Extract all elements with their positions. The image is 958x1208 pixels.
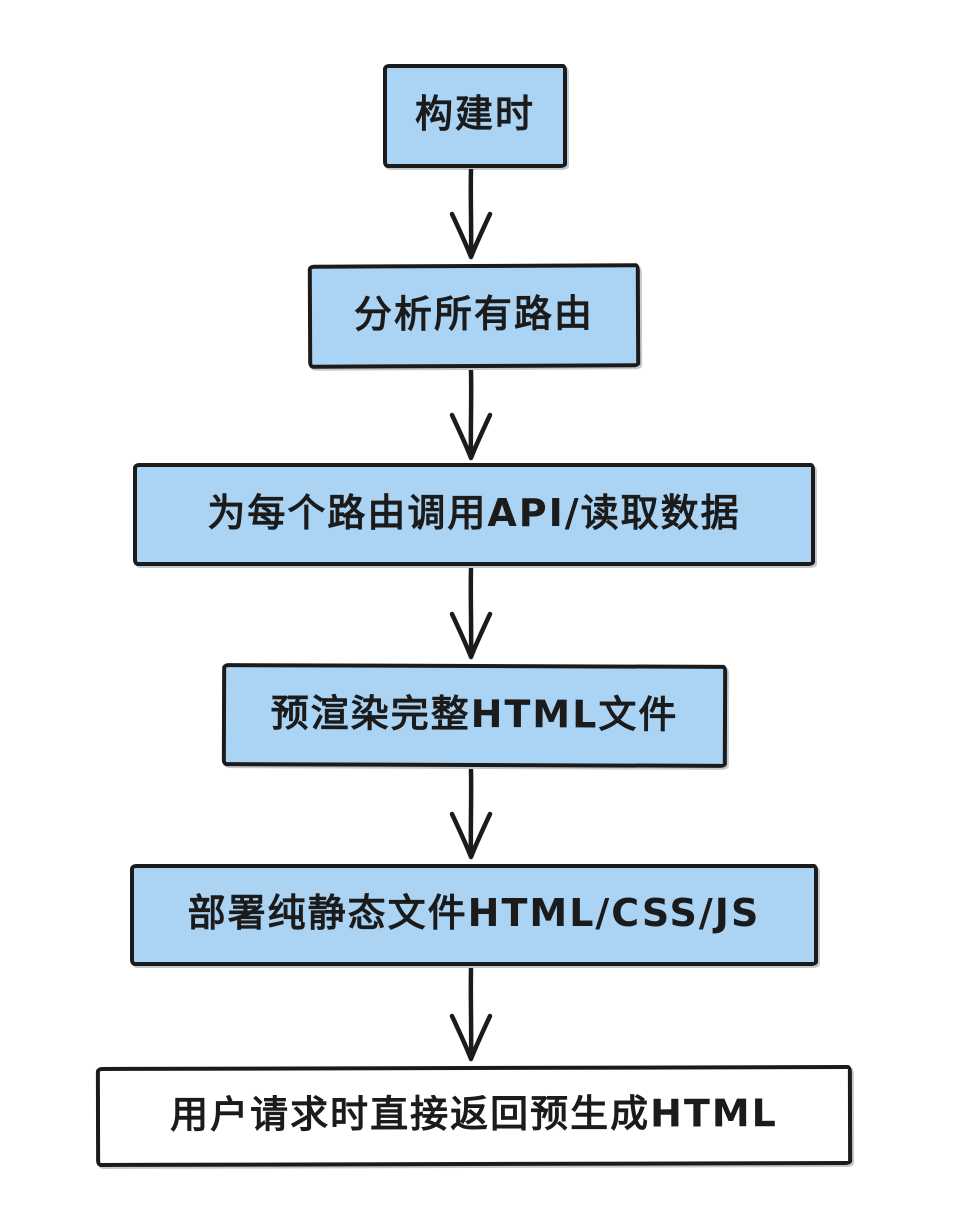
flow-node-serve-pregenerated-html: 用户请求时直接返回预生成HTML [95, 1065, 853, 1167]
flow-node-deploy-static-files: 部署纯静态文件HTML/CSS/JS [130, 864, 818, 966]
flow-arrow-down-icon [449, 769, 493, 860]
flow-node-prerender-html: 预渲染完整HTML文件 [221, 663, 728, 768]
flow-node-label: 分析所有路由 [353, 291, 595, 337]
flow-node-label: 构建时 [414, 92, 535, 136]
flow-node-label: 为每个路由调用API/读取数据 [207, 490, 741, 535]
flow-node-label: 用户请求时直接返回预生成HTML [170, 1091, 778, 1137]
flow-node-build-time: 构建时 [383, 64, 567, 168]
flow-arrow-down-icon [449, 370, 493, 461]
flow-arrow-down-icon [449, 568, 493, 660]
flow-arrow-down-icon [449, 169, 493, 260]
flow-arrow-down-icon [449, 968, 493, 1062]
flow-node-label: 部署纯静态文件HTML/CSS/JS [187, 891, 761, 935]
flow-node-label: 预渲染完整HTML文件 [270, 690, 679, 737]
flow-node-fetch-data-per-route: 为每个路由调用API/读取数据 [133, 463, 815, 566]
flow-node-analyze-all-routes: 分析所有路由 [307, 263, 641, 369]
